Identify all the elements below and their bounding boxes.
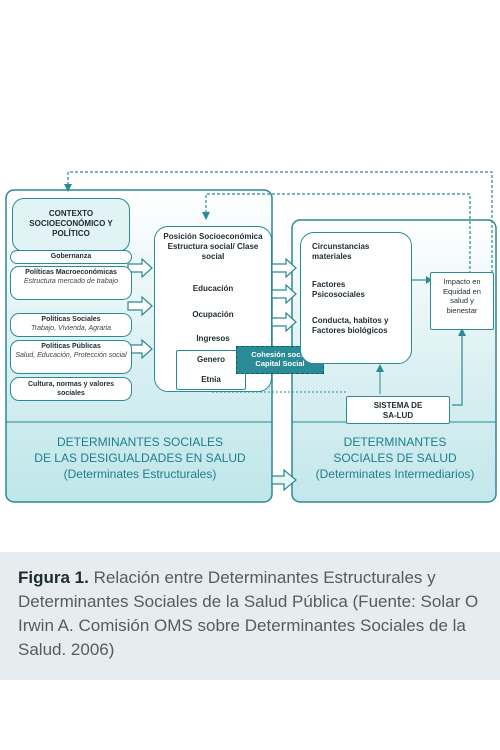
politicas-macro-sub: Estructura mercado de trabajo bbox=[23, 277, 119, 285]
politicas-macro-pill: Políticas Macroeconómicas Estructura mer… bbox=[10, 266, 132, 300]
genero-etnia-box: Genero Etnia bbox=[176, 350, 246, 390]
sistema-salud-box: SISTEMA DE SA-LUD bbox=[346, 396, 450, 424]
politicas-publicas-label: Políticas Públicas bbox=[41, 343, 101, 350]
cohesion-label: Cohesión social Capital Social bbox=[251, 350, 309, 368]
ingresos-label: Ingresos bbox=[196, 334, 230, 343]
factores-psico-label: Factores Psicosociales bbox=[312, 280, 365, 299]
impacto-label: Impacto en Equidad en salud y bienestar bbox=[443, 277, 481, 315]
politicas-sociales-sub: Trabajo, Vivienda, Agraria bbox=[30, 324, 112, 332]
circunstancias-label: Circunstancias materiales bbox=[312, 242, 370, 261]
sistema-salud-label: SISTEMA DE SA-LUD bbox=[373, 401, 423, 420]
politicas-sociales-pill: Políticas Sociales Trabajo, Vivienda, Ag… bbox=[10, 313, 132, 337]
diagram: CONTEXTO SOCIOECONÓMICO Y POLÍTICO Gober… bbox=[0, 160, 500, 510]
etnia-label: Etnia bbox=[201, 375, 221, 384]
gobernanza-pill: Gobernanza bbox=[10, 250, 132, 264]
estructurales-title-line2: DE LAS DESIGUALDADES EN SALUD bbox=[34, 451, 246, 465]
estructurales-title-line1: DETERMINANTES SOCIALES bbox=[56, 435, 224, 449]
ocupacion-label: Ocupación bbox=[192, 310, 234, 319]
intermedios-subtitle: (Determinates Intermediarios) bbox=[315, 467, 475, 481]
caption-label: Figura 1. bbox=[18, 568, 89, 587]
contexto-title: CONTEXTO SOCIOECONÓMICO Y POLÍTICO bbox=[29, 209, 113, 238]
impacto-box: Impacto en Equidad en salud y bienestar bbox=[430, 272, 494, 330]
intermedios-title: DETERMINANTES SOCIALES DE SALUD (Determi… bbox=[296, 434, 494, 482]
circunstancias-box bbox=[300, 232, 412, 364]
educacion-label: Educación bbox=[192, 284, 234, 293]
politicas-sociales-label: Políticas Sociales bbox=[41, 316, 101, 323]
politicas-publicas-pill: Políticas Públicas Salud, Educación, Pro… bbox=[10, 340, 132, 374]
figure-caption: Figura 1. Relación entre Determinantes E… bbox=[0, 552, 500, 680]
estructurales-title: DETERMINANTES SOCIALES DE LAS DESIGUALDA… bbox=[14, 434, 266, 482]
genero-label: Genero bbox=[196, 355, 225, 364]
politicas-macro-label: Políticas Macroeconómicas bbox=[25, 269, 117, 276]
caption-text: Relación entre Determinantes Estructural… bbox=[18, 568, 479, 659]
estructurales-subtitle: (Determinates Estructurales) bbox=[63, 467, 217, 481]
intermedios-title-line2: SOCIALES DE SALUD bbox=[333, 451, 457, 465]
contexto-box: CONTEXTO SOCIOECONÓMICO Y POLÍTICO bbox=[12, 198, 130, 252]
intermedios-title-line1: DETERMINANTES bbox=[343, 435, 447, 449]
conducta-label: Conducta, habitos y Factores biológicos bbox=[312, 316, 389, 335]
politicas-publicas-sub: Salud, Educación, Protección social bbox=[15, 351, 127, 359]
cultura-pill: Cultura, normas y valores sociales bbox=[10, 377, 132, 401]
posicion-label: Posición Socioeconómica Estructura socia… bbox=[163, 232, 263, 261]
